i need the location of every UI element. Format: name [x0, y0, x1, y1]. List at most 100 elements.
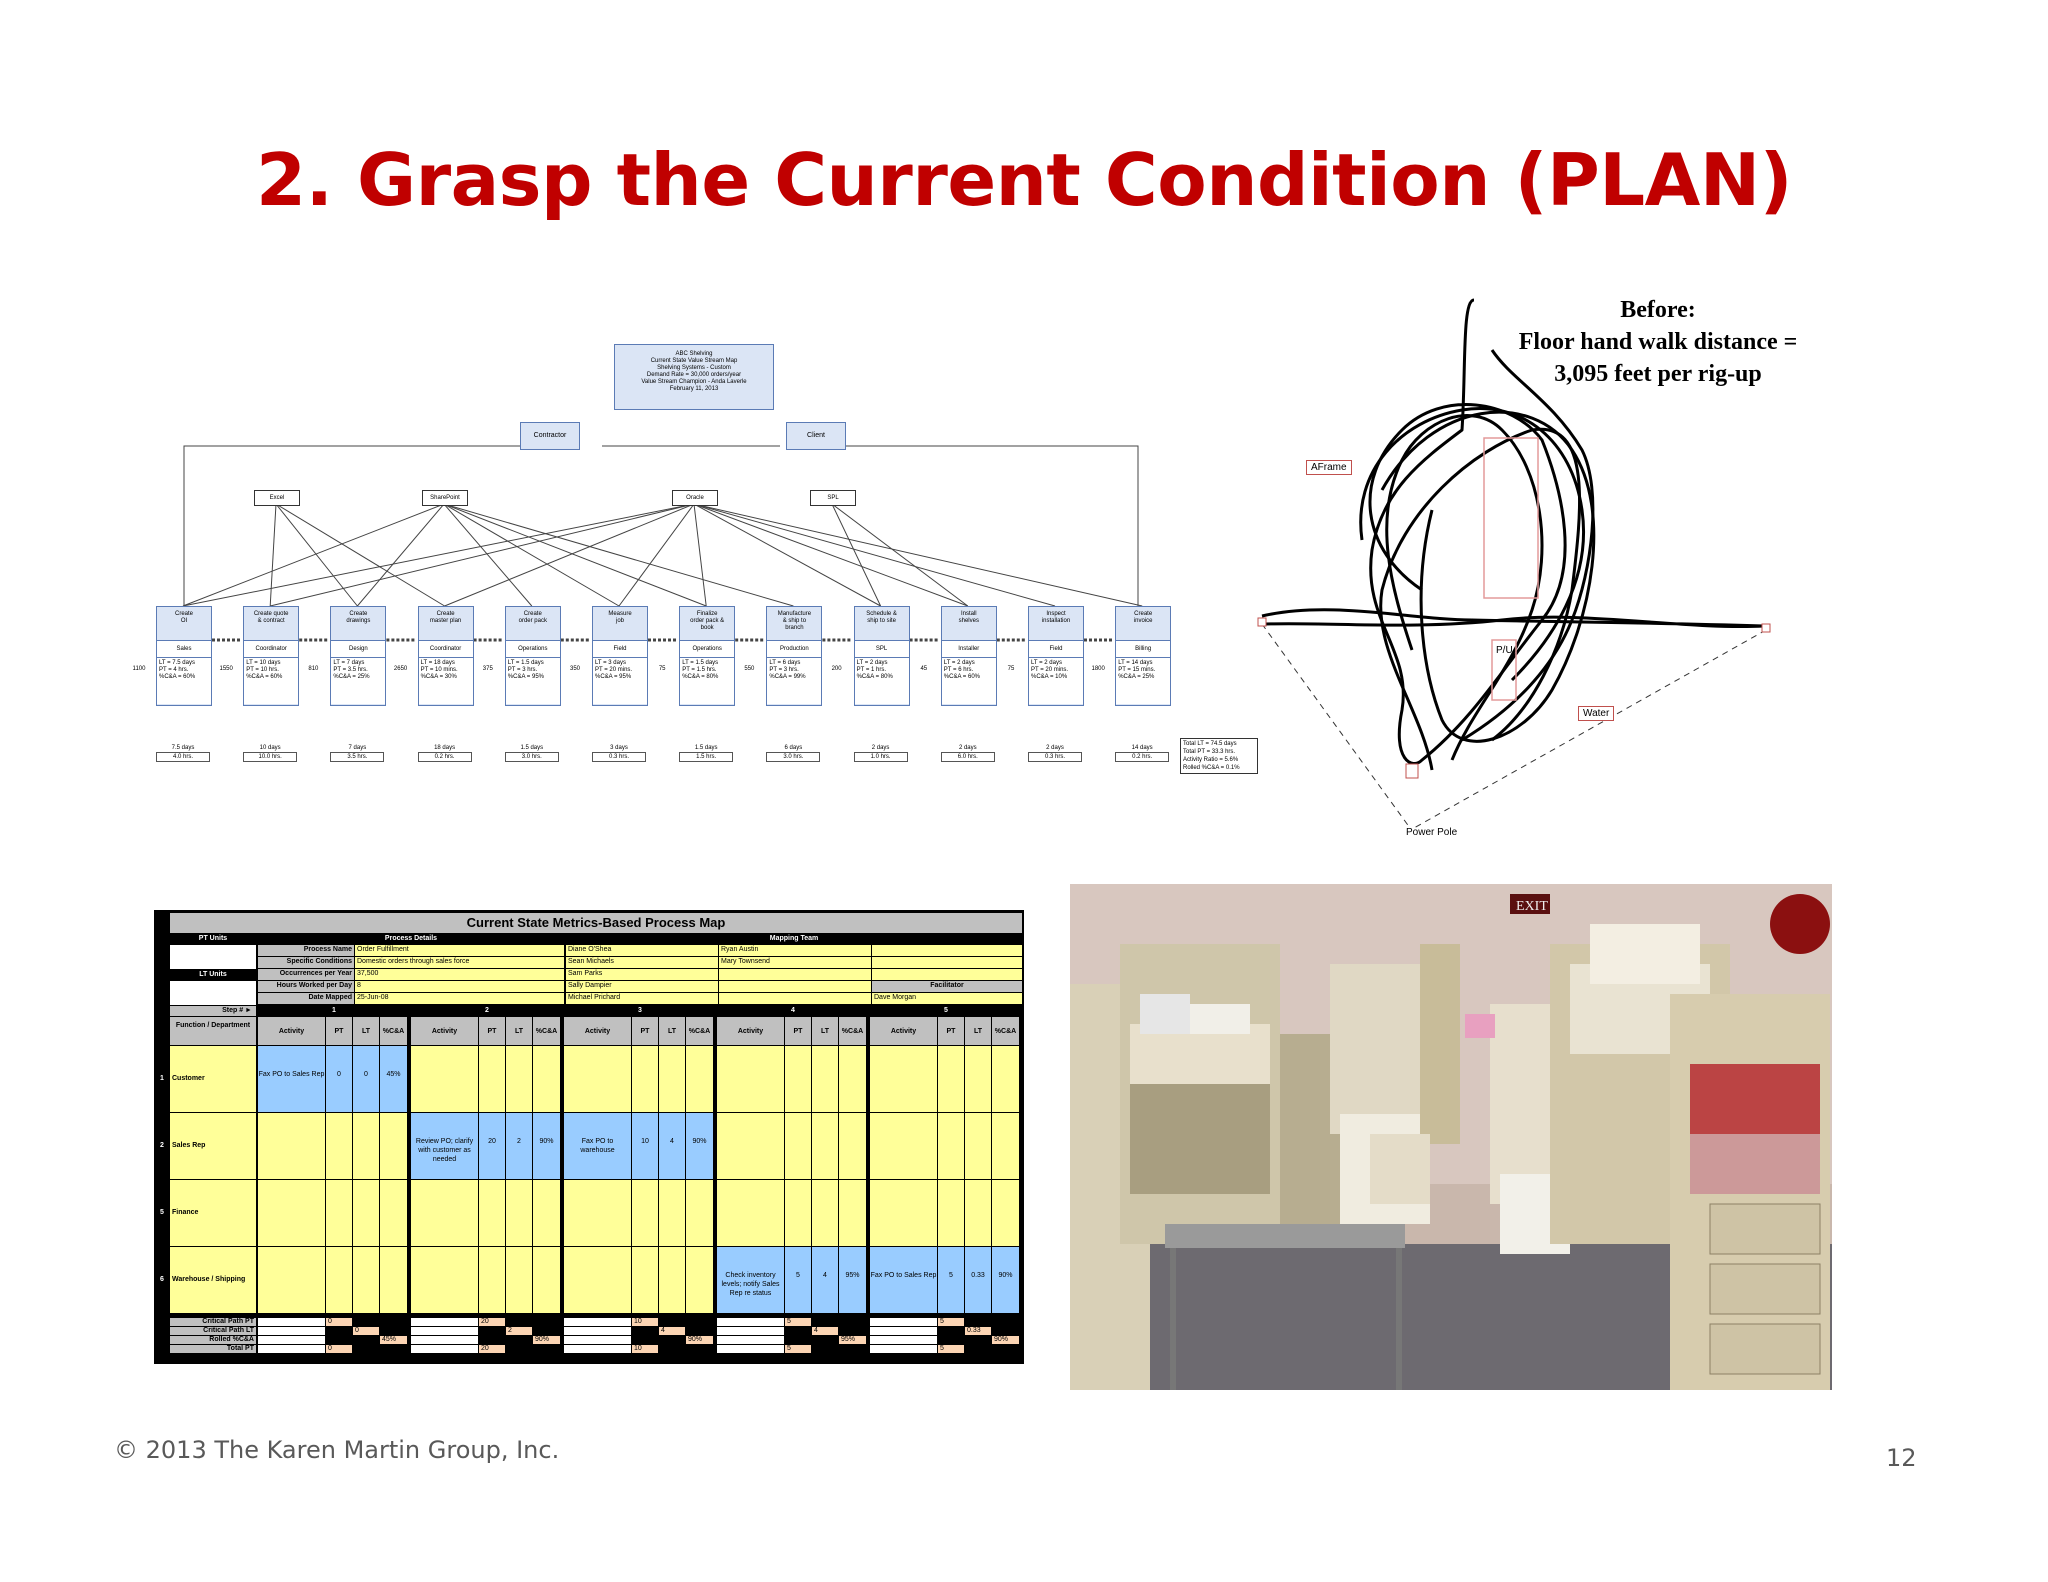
walk-path-line	[1261, 608, 1766, 629]
system-link-line	[444, 503, 695, 607]
timeline-lt: 6 days	[784, 745, 803, 751]
column-header: PT	[479, 1017, 505, 1045]
process-owner: Field	[1029, 641, 1083, 658]
process-metrics: LT = 1.5 days PT = 3 hrs. %C&A = 95%	[505, 658, 560, 704]
facilitator-label: Facilitator	[872, 981, 1022, 992]
system-link-line	[693, 503, 1056, 607]
team-member	[719, 993, 871, 1004]
spaghetti-diagram: Before: Floor hand walk distance = 3,095…	[1252, 290, 1832, 850]
inventory-count: 350	[569, 666, 580, 672]
empty-cell	[564, 1046, 631, 1112]
empty-cell	[870, 1180, 937, 1246]
summary-blank	[870, 1345, 937, 1353]
power-pole-label: Power Pole	[1406, 827, 1458, 838]
aframe-label: AFrame	[1306, 460, 1352, 475]
system-link-line	[693, 503, 707, 607]
empty-cell	[938, 1046, 964, 1112]
system-link-line	[443, 503, 707, 607]
timeline-lt: 2 days	[1046, 745, 1064, 751]
process-metrics: LT = 7.5 days PT = 4 hrs. %C&A = 60%	[157, 658, 211, 704]
empty-cell	[479, 1046, 505, 1112]
column-header: %C&A	[839, 1017, 866, 1045]
page-number: 12	[1886, 1444, 1917, 1472]
walk-path-line	[1368, 298, 1567, 765]
process-owner: Coordinator	[244, 641, 299, 658]
timeline-pt: 0.2 hrs.	[417, 752, 472, 762]
system-link-line	[443, 503, 794, 607]
empty-cell	[506, 1247, 532, 1313]
detail-label: Specific Conditions	[258, 957, 354, 968]
column-header: %C&A	[533, 1017, 560, 1045]
empty-cell	[632, 1046, 658, 1112]
team-member	[719, 981, 871, 992]
lt-units-label: LT Units	[170, 970, 256, 980]
empty-cell	[965, 1180, 991, 1246]
activity-ca: 90%	[686, 1113, 713, 1179]
team-member: Mary Townsend	[719, 957, 871, 968]
summary-blank	[564, 1327, 631, 1335]
activity-ca: 95%	[839, 1247, 866, 1313]
timeline-pt: 6.0 hrs.	[940, 752, 995, 762]
summary-blank	[258, 1327, 325, 1335]
column-header: PT	[632, 1017, 658, 1045]
empty-cell	[258, 1113, 325, 1179]
inventory-count: 1100	[132, 666, 146, 672]
empty-cell	[479, 1180, 505, 1246]
facilitator-name: Dave Morgan	[872, 993, 1022, 1004]
empty-cell	[992, 1180, 1019, 1246]
timeline-lt: 1.5 days	[520, 745, 544, 751]
system-sharepoint: SharePoint	[422, 490, 468, 506]
pt-units-label: PT Units	[170, 934, 256, 944]
summary-blank	[258, 1318, 325, 1326]
system-link-line	[693, 503, 968, 607]
step-number: 5	[870, 1006, 1022, 1016]
caption-line-2: Floor hand walk distance =	[1518, 329, 1798, 355]
column-header: Activity	[258, 1017, 325, 1045]
timeline-lt: 14 days	[1131, 745, 1153, 751]
process-name: Schedule & ship to site	[854, 607, 909, 641]
summary-label: Critical Path PT	[170, 1318, 256, 1326]
pu-label: P/U	[1496, 645, 1513, 656]
step-number: 4	[717, 1006, 869, 1016]
system-link-line	[831, 503, 882, 607]
inventory-count: 1800	[1091, 666, 1105, 672]
timeline-pt: 4.0 hrs.	[156, 752, 210, 762]
detail-value: Order Fulfillment	[355, 945, 564, 956]
system-link-line	[831, 503, 969, 607]
process-metrics: LT = 10 days PT = 10 hrs. %C&A = 60%	[244, 658, 299, 704]
process-metrics: LT = 2 days PT = 1 hrs. %C&A = 80%	[854, 658, 909, 704]
walk-path-line	[1379, 427, 1582, 771]
exit-sign: EXIT	[1516, 899, 1548, 914]
inventory-count: 550	[744, 666, 755, 672]
walk-path-line	[1385, 414, 1544, 761]
process-owner: Installer	[941, 641, 996, 658]
summary-value: 0	[326, 1318, 352, 1326]
empty-cell	[380, 1247, 407, 1313]
summary-value: 90%	[533, 1336, 560, 1344]
vsm-connectors	[182, 445, 1143, 642]
team-member: Sam Parks	[566, 969, 718, 980]
team-member: Sean Michaels	[566, 957, 718, 968]
timeline-pt: 0.3 hrs.	[1028, 752, 1082, 762]
activity-lt: 4	[812, 1247, 838, 1313]
empty-cell	[839, 1113, 866, 1179]
system-link-line	[357, 503, 445, 607]
row-number: 5	[154, 1180, 170, 1246]
empty-cell	[659, 1046, 685, 1112]
process-name: Measure job	[593, 607, 647, 641]
process-name: Manufacture & ship to branch	[767, 607, 822, 641]
empty-cell	[938, 1180, 964, 1246]
process-name: Create order pack	[505, 607, 560, 641]
activity-lt: 2	[506, 1113, 532, 1179]
column-header: %C&A	[380, 1017, 407, 1045]
empty-cell	[353, 1113, 379, 1179]
activity-lt: 0.33	[965, 1247, 991, 1313]
process-owner: Production	[767, 641, 822, 658]
inventory-count: 375	[482, 666, 493, 672]
